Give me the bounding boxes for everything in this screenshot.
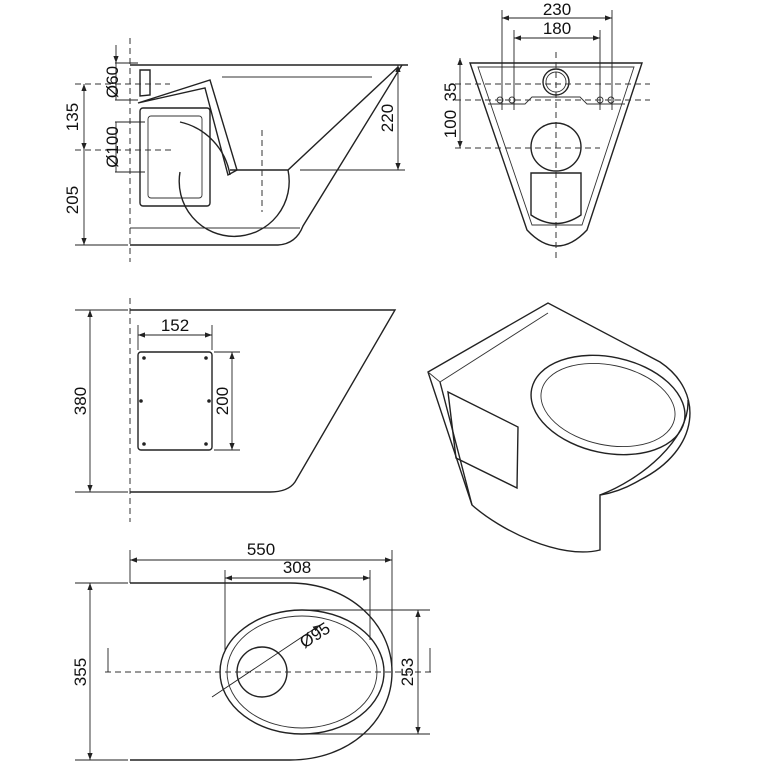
side-section-view: Ø60 135 Ø100 205 220	[63, 38, 408, 262]
dim-diameter-100: Ø100	[103, 126, 122, 168]
dim-253: 253	[398, 658, 417, 686]
dim-308: 308	[283, 558, 311, 577]
dim-135: 135	[63, 103, 82, 131]
side-elevation: 152 200 380	[71, 298, 397, 522]
dim-180: 180	[543, 19, 571, 38]
dim-550: 550	[247, 540, 275, 559]
dim-diameter-95: Ø95	[296, 619, 333, 652]
dim-230: 230	[543, 0, 571, 19]
dim-205: 205	[63, 186, 82, 214]
dim-220: 220	[378, 104, 397, 132]
isometric-view	[427, 302, 691, 553]
dim-380: 380	[71, 387, 90, 415]
dim-355: 355	[71, 658, 90, 686]
dim-100-front: 100	[441, 110, 460, 138]
plan-view: 550 308 Ø95 355 253	[71, 540, 432, 761]
dim-diameter-60: Ø60	[103, 66, 122, 98]
front-view: 230 180 100 35	[441, 0, 650, 262]
dim-200: 200	[213, 387, 232, 415]
dim-35: 35	[441, 83, 460, 102]
dim-152: 152	[161, 316, 189, 335]
